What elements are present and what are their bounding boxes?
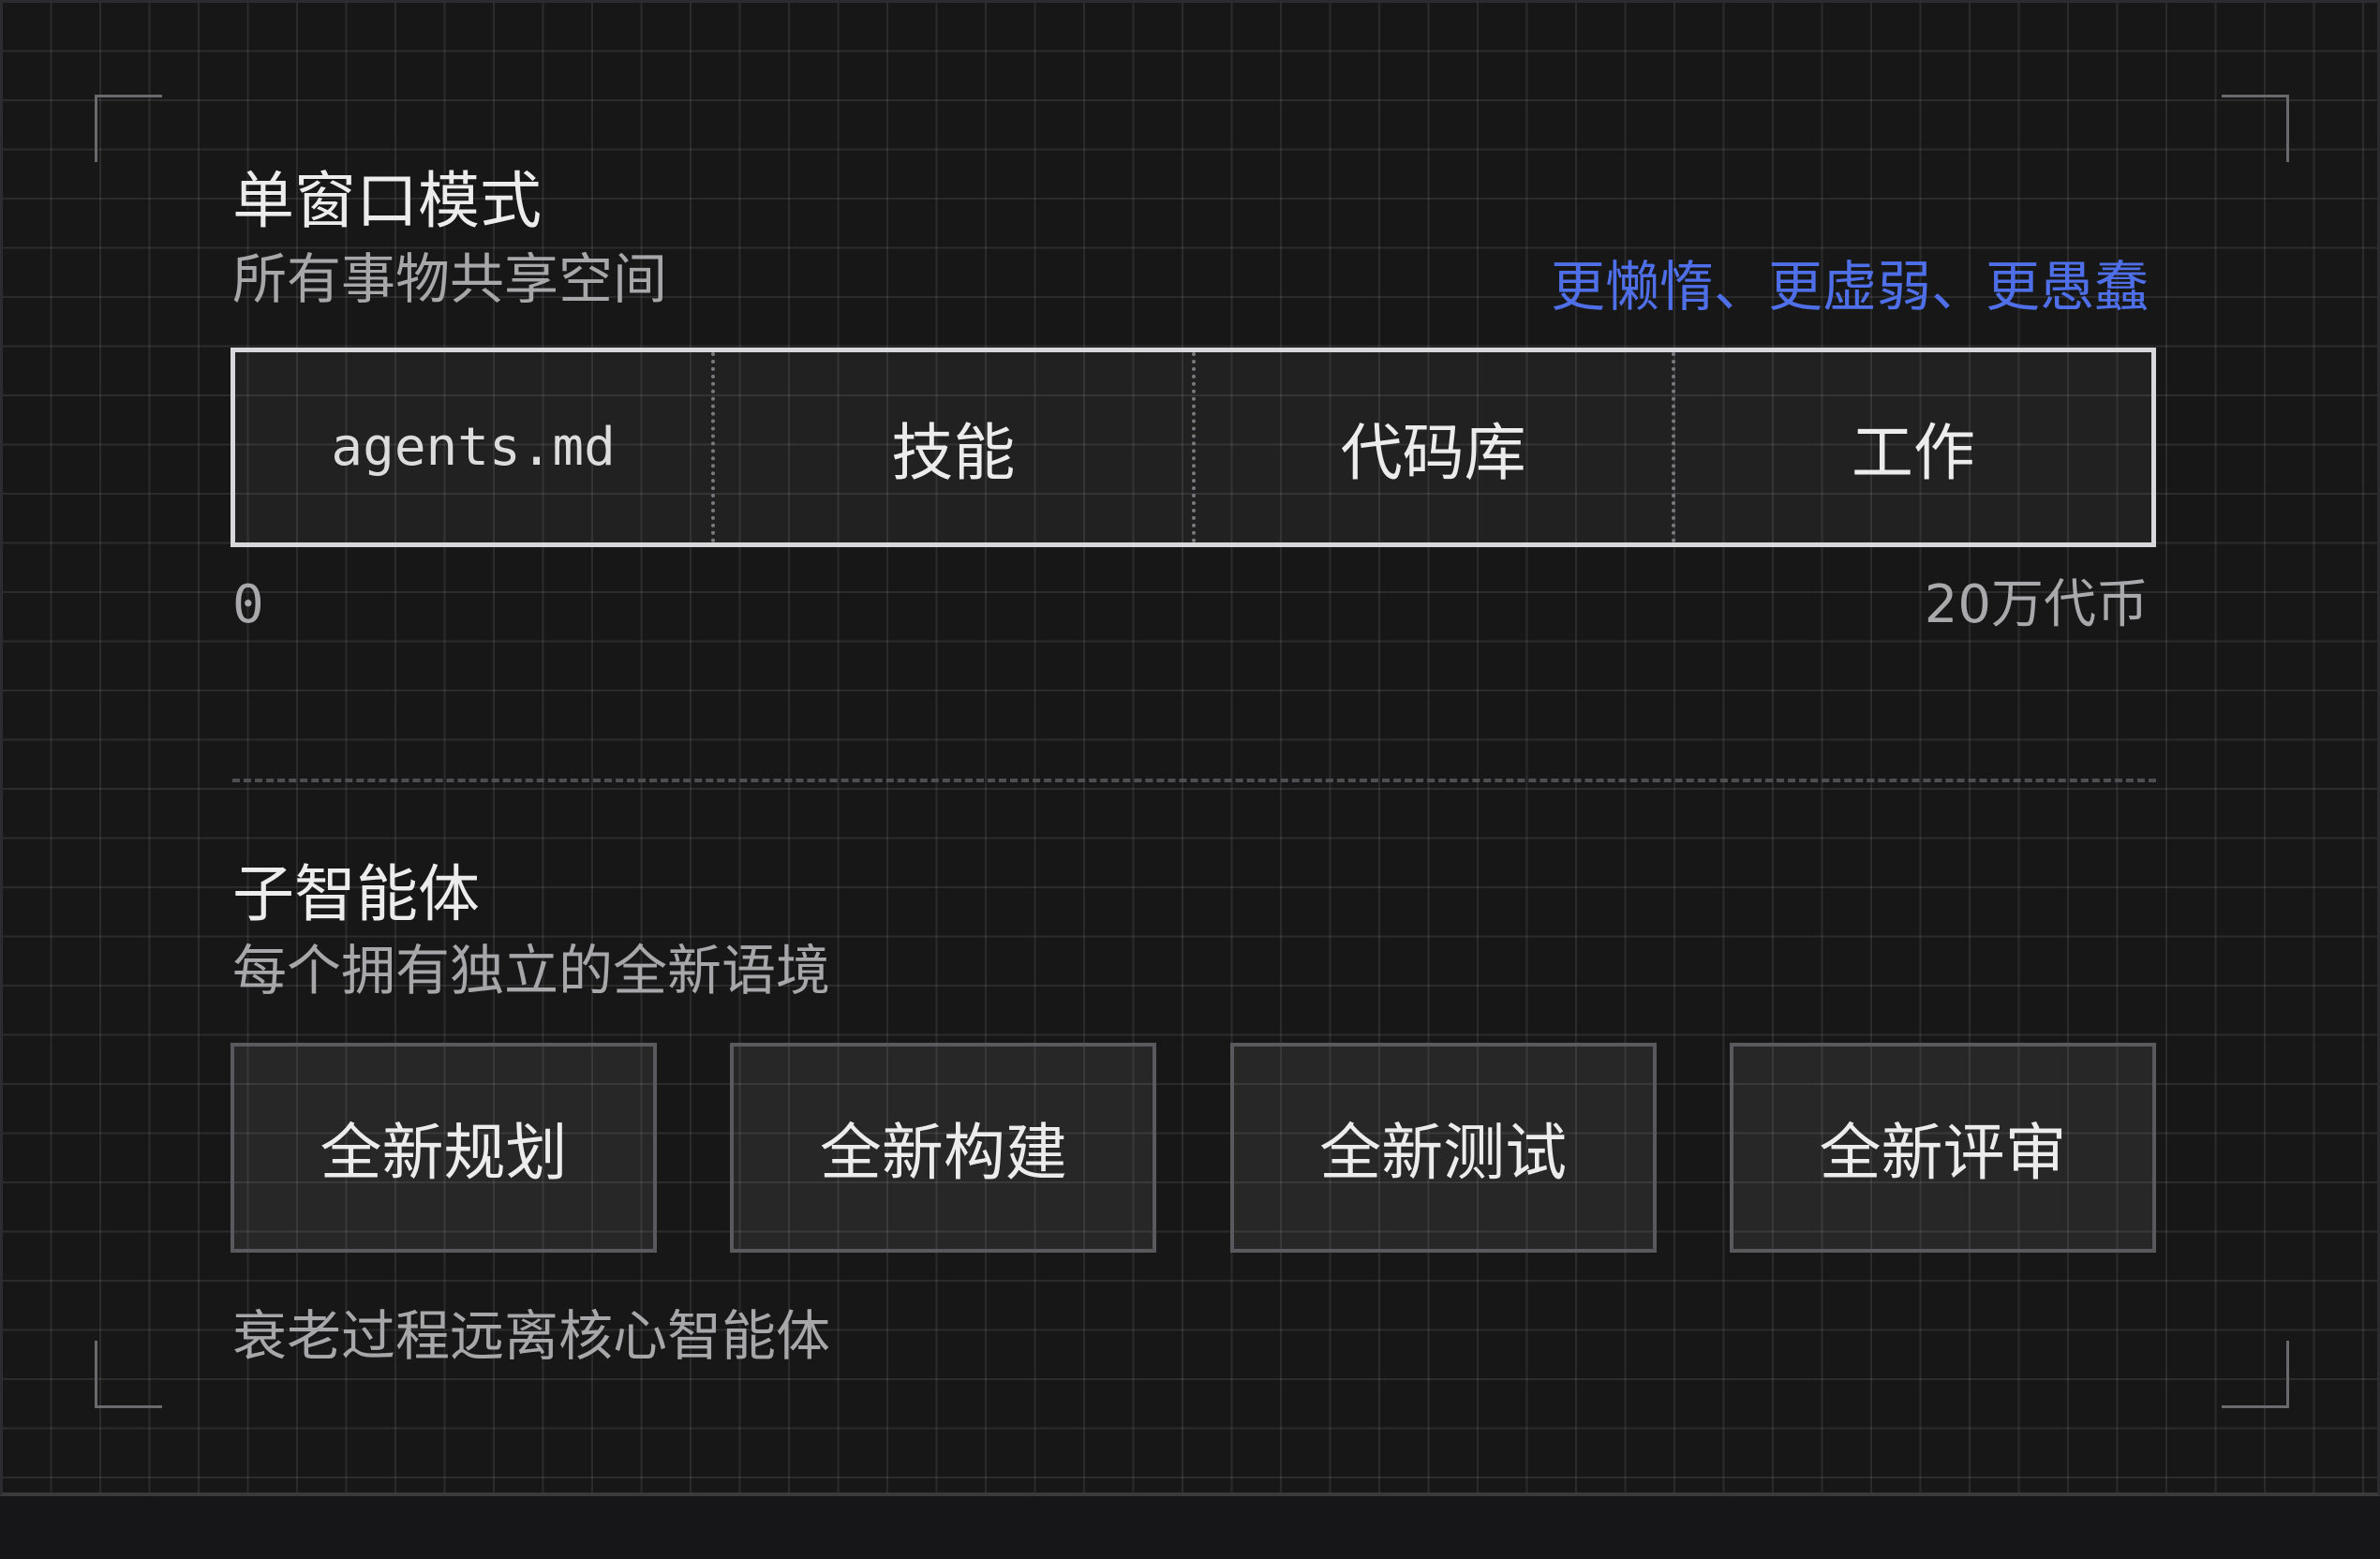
context-segment-codebase: 代码库 [1191,352,1672,542]
corner-mark-top-left [95,95,162,162]
single-window-warning-note: 更懒惰、更虚弱、更愚蠢 [1550,255,2149,319]
subagent-box-build: 全新构建 [730,1043,1157,1253]
corner-mark-bottom-left [95,1341,162,1408]
subagent-box-review: 全新评审 [1729,1043,2156,1253]
subagent-box-row: 全新规划 全新构建 全新测试 全新评审 [231,1043,2156,1253]
corner-mark-top-right [2222,95,2289,162]
context-segment-agents-md: agents.md [331,417,616,478]
section-divider [232,779,2156,782]
subagents-title: 子智能体 [232,858,480,930]
single-window-title: 单窗口模式 [232,165,542,237]
subagents-subtitle: 每个拥有独立的全新语境 [232,939,831,1002]
subagent-box-test: 全新测试 [1229,1043,1657,1253]
context-axis-min-label: 0 [232,574,264,635]
context-segment-skills: 技能 [711,352,1191,542]
single-window-subtitle: 所有事物共享空间 [232,247,668,311]
context-window-bar: agents.md 技能 代码库 工作 [231,348,2156,547]
subagents-footnote: 衰老过程远离核心智能体 [232,1304,831,1368]
context-axis-max-label: 20万代币 [1924,574,2149,635]
diagram-canvas: 单窗口模式 所有事物共享空间 更懒惰、更虚弱、更愚蠢 agents.md 技能 … [0,0,2380,1496]
context-segment-work: 工作 [1671,352,2151,542]
subagent-box-plan: 全新规划 [231,1043,657,1253]
corner-mark-bottom-right [2222,1341,2289,1408]
